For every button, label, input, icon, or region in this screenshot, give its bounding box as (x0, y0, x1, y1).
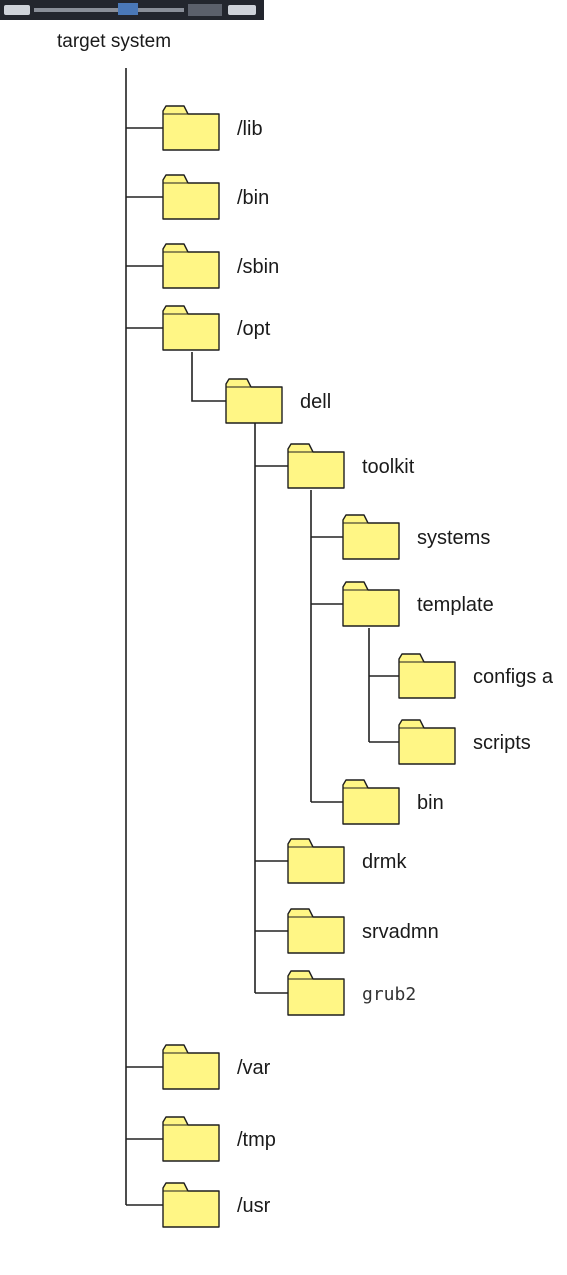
folder-label-configs: configs a (473, 666, 554, 688)
folder-icon (162, 305, 220, 351)
diagram-title: target system (57, 31, 171, 52)
folder-icon (342, 514, 400, 560)
folder-label-tkbin: bin (417, 792, 444, 814)
folder-icon (162, 1116, 220, 1162)
folder-icon (162, 243, 220, 289)
folder-label-drmk: drmk (362, 851, 407, 873)
folder-label-scripts: scripts (473, 732, 531, 754)
folder-lib: /lib (162, 105, 263, 151)
folder-icon (287, 838, 345, 884)
folder-label-dell: dell (300, 391, 331, 413)
folder-label-lib: /lib (237, 118, 263, 140)
folder-usr: /usr (162, 1182, 271, 1228)
folder-icon (342, 779, 400, 825)
tree-connectors (125, 68, 399, 1206)
folder-icon (162, 1044, 220, 1090)
folder-grub2: grub2 (287, 970, 416, 1016)
server-icon (0, 0, 264, 20)
folder-icon (287, 908, 345, 954)
folder-label-srvadmn: srvadmn (362, 921, 439, 943)
folder-drmk: drmk (287, 838, 407, 884)
folder-icon (342, 581, 400, 627)
folder-label-tmp: /tmp (237, 1129, 276, 1151)
folder-icon (162, 1182, 220, 1228)
folder-configs: configs a (398, 653, 554, 699)
folder-dell: dell (225, 378, 331, 424)
folders: /lib/bin/sbin/opt dell toolkit systems templ… (162, 105, 554, 1228)
branch-dell (191, 352, 226, 402)
folder-icon (398, 719, 456, 765)
folder-tkbin: bin (342, 779, 444, 825)
folder-label-var: /var (237, 1057, 271, 1079)
folder-srvadmn: srvadmn (287, 908, 439, 954)
folder-label-bin: /bin (237, 187, 269, 209)
folder-template: template (342, 581, 494, 627)
folder-label-toolkit: toolkit (362, 456, 415, 478)
folder-label-template: template (417, 594, 494, 616)
folder-var: /var (162, 1044, 271, 1090)
folder-label-grub2: grub2 (362, 984, 416, 1005)
folder-tmp: /tmp (162, 1116, 276, 1162)
folder-sbin: /sbin (162, 243, 279, 289)
folder-icon (162, 105, 220, 151)
folder-label-opt: /opt (237, 318, 271, 340)
folder-label-sbin: /sbin (237, 256, 279, 278)
folder-icon (162, 174, 220, 220)
folder-icon (287, 970, 345, 1016)
folder-label-usr: /usr (237, 1195, 271, 1217)
folder-icon (225, 378, 283, 424)
folder-systems: systems (342, 514, 490, 560)
folder-icon (287, 443, 345, 489)
folder-toolkit: toolkit (287, 443, 415, 489)
folder-scripts: scripts (398, 719, 531, 765)
folder-opt: /opt (162, 305, 271, 351)
folder-label-systems: systems (417, 527, 490, 549)
folder-bin: /bin (162, 174, 269, 220)
folder-icon (398, 653, 456, 699)
